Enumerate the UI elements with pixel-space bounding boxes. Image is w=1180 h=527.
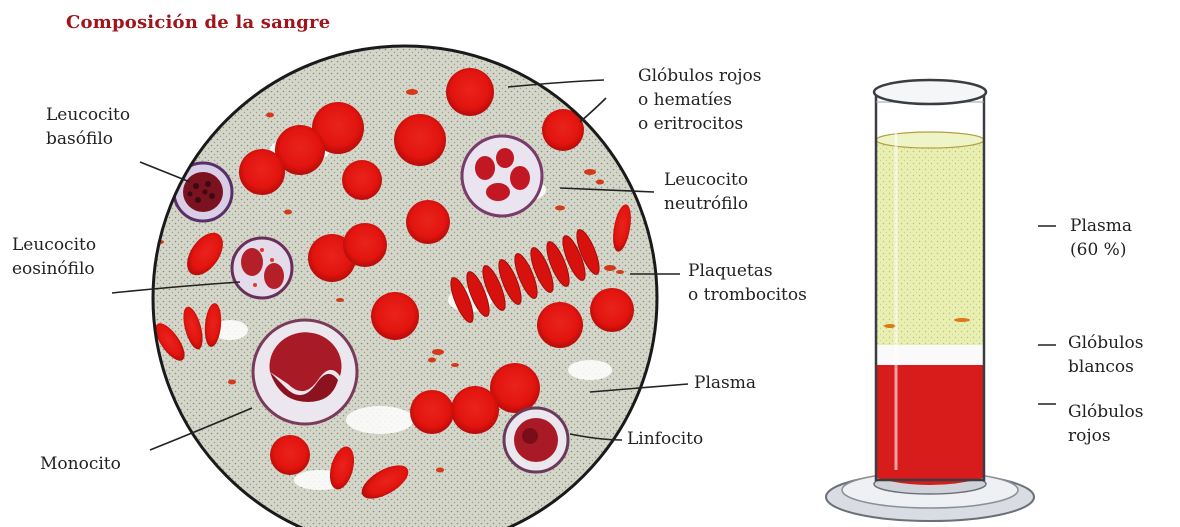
lymphocyte-cell [504, 408, 568, 472]
basophil-cell [174, 163, 232, 221]
label-tube-plasma: Plasma (60 %) [1070, 214, 1132, 262]
label-plasma: Plasma [694, 371, 756, 395]
label-leucocito-basofilo: Leucocito basófilo [46, 103, 130, 151]
label-leucocito-neutrofilo: Leucocito neutrófilo [664, 168, 748, 216]
label-plaquetas: Plaquetas o trombocitos [688, 259, 807, 307]
label-globulos-rojos: Glóbulos rojos o hematíes o eritrocitos [638, 64, 761, 136]
label-tube-globulos-blancos: Glóbulos blancos [1068, 331, 1143, 379]
blood-smear-circle [150, 46, 657, 527]
label-leucocito-eosinofilo: Leucocito eosinófilo [12, 233, 96, 281]
cylinder-leader-lines [1038, 226, 1056, 404]
label-linfocito: Linfocito [627, 427, 703, 451]
neutrophil-cell [462, 136, 542, 216]
label-tube-globulos-rojos: Glóbulos rojos [1068, 400, 1143, 448]
eosinophil-cell [232, 238, 292, 298]
monocyte-cell [253, 320, 357, 424]
graduated-cylinder [826, 80, 1034, 521]
label-monocito: Monocito [40, 452, 121, 476]
